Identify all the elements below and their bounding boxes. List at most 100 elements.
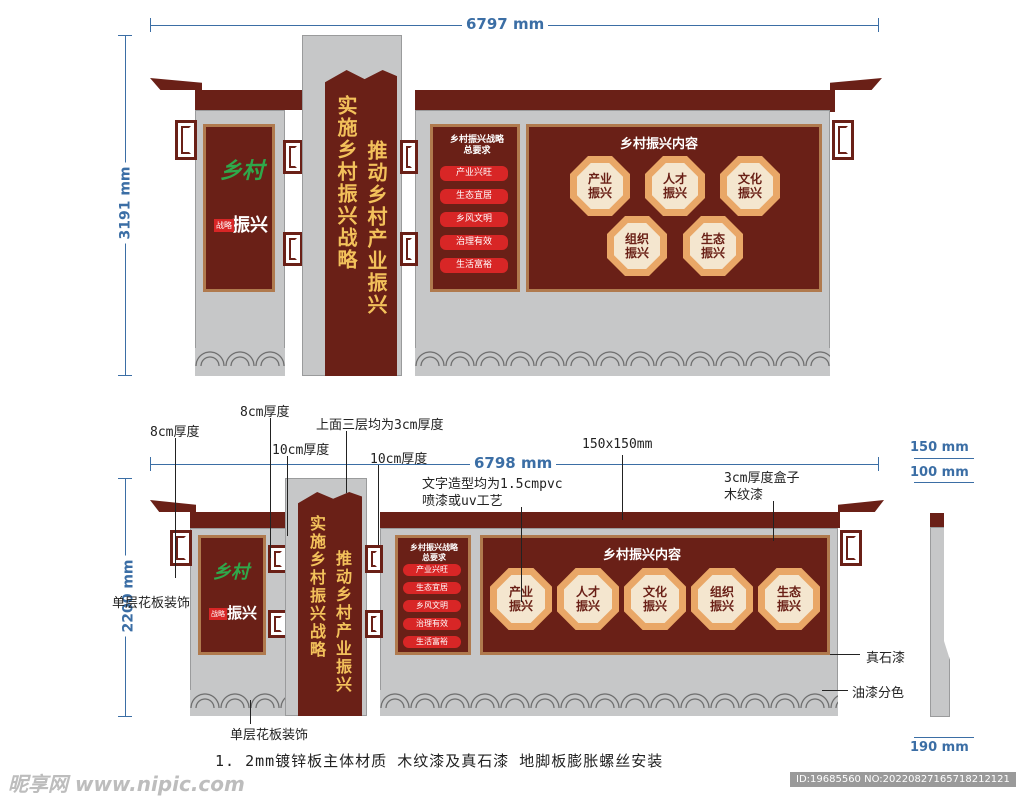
bottom-pillar-col1: 实施乡村振兴战略 — [307, 515, 326, 659]
note-flower-bottom: 单层花板装饰 — [230, 728, 309, 743]
top-req-item-1: 生态宜居 — [440, 189, 508, 204]
side-body — [930, 527, 950, 717]
side-dim-100-line — [914, 482, 974, 483]
bottom-right-fret-b — [365, 610, 383, 638]
note-flower-left: 单层花板装饰 — [112, 596, 191, 611]
side-dim-100: 100 mm — [906, 465, 973, 480]
bottom-left-fret — [170, 530, 192, 566]
bottom-height-dim-tick-bottom — [118, 716, 132, 717]
note-8cm-top: 8cm厚度 — [240, 405, 290, 420]
top-octagon-2-label: 文化 振兴 — [727, 163, 773, 209]
bottom-req-title: 乡村振兴战略 总要求 — [410, 543, 458, 562]
top-width-dim-tick-left — [150, 18, 151, 32]
note-8cm-left: 8cm厚度 — [150, 425, 200, 440]
bottom-height-dim-tick-top — [118, 478, 132, 479]
bottom-right-fret-c — [840, 530, 862, 566]
bottom-right-beam — [380, 512, 840, 528]
bottom-logo-text2: 振兴 — [227, 604, 258, 622]
top-pillar-col2: 推动乡村产业振兴 — [364, 140, 388, 316]
bottom-req-item-0: 产业兴旺 — [403, 564, 461, 576]
bottom-left-beam — [190, 512, 286, 528]
top-left-fret — [175, 120, 197, 160]
top-req-item-2: 乡风文明 — [440, 212, 508, 227]
side-dim-190-line — [914, 737, 974, 738]
bottom-req-panel: 乡村振兴战略 总要求 — [395, 535, 471, 655]
side-cap — [930, 513, 944, 527]
top-octagon-2: 文化 振兴 — [720, 156, 780, 216]
bottom-right-fret-a — [365, 545, 383, 573]
note-oil-paint-line — [822, 690, 848, 691]
top-content-title: 乡村振兴内容 — [620, 137, 699, 152]
top-octagon-3: 组织 振兴 — [607, 216, 667, 276]
bottom-logo-badge: 战略 — [209, 608, 227, 620]
bottom-left-eave — [150, 500, 196, 512]
top-pillar — [325, 70, 397, 376]
note-8cm-top-line — [270, 418, 271, 558]
top-octagon-4-label: 生态 振兴 — [690, 223, 736, 269]
top-height-dim-tick-top — [118, 35, 132, 36]
bottom-width-dim-label: 6798 mm — [470, 454, 557, 472]
top-octagon-1-label: 人才 振兴 — [652, 163, 698, 209]
note-10cm-a: 10cm厚度 — [272, 443, 330, 458]
bottom-octagon-2-label: 文化 振兴 — [631, 575, 679, 623]
note-8cm-left-line — [175, 438, 176, 578]
top-pillar-col1: 实施乡村振兴战略 — [334, 95, 358, 271]
bottom-left-waves — [190, 690, 286, 716]
bottom-req-item-2: 乡风文明 — [403, 600, 461, 612]
top-width-dim-tick-right — [878, 18, 879, 32]
top-right-beam — [415, 90, 835, 112]
bottom-octagon-2: 文化 振兴 — [624, 568, 686, 630]
watermark: 昵享网 www.nipic.com — [8, 772, 245, 796]
top-right-fret-b — [400, 232, 418, 266]
top-left-waves — [195, 348, 285, 376]
note-oil-paint: 油漆分色 — [852, 686, 905, 701]
top-req-item-3: 治理有效 — [440, 235, 508, 250]
note-pvc-2: 喷漆或uv工艺 — [422, 494, 503, 509]
top-height-dim-tick-bottom — [118, 375, 132, 376]
note-three-layers: 上面三层均为3cm厚度 — [316, 418, 444, 433]
top-right-fret-c — [832, 120, 854, 160]
side-dim-150-line — [914, 458, 974, 459]
image-id-bar: ID:19685560 NO:20220827165718212121 — [790, 772, 1016, 787]
bottom-octagon-3-label: 组织 振兴 — [698, 575, 746, 623]
bottom-octagon-4: 生态 振兴 — [758, 568, 820, 630]
note-flower-bottom-line — [250, 700, 251, 724]
top-logo-badge: 战略 — [214, 219, 234, 232]
bottom-octagon-4-label: 生态 振兴 — [765, 575, 813, 623]
note-pvc-1: 文字造型均为1.5cmpvc — [422, 477, 563, 492]
bottom-pillar-col2: 推动乡村产业振兴 — [333, 550, 352, 694]
note-stone-paint-line — [830, 654, 860, 655]
top-right-eave — [830, 78, 882, 90]
note-10cm-b-line — [378, 465, 379, 545]
bottom-right-eave — [838, 500, 884, 512]
bottom-right-waves — [380, 690, 838, 716]
top-left-fret-3 — [283, 232, 303, 266]
note-box-line — [773, 501, 774, 541]
bottom-width-dim-tick-left — [150, 457, 151, 471]
side-dim-190: 190 mm — [906, 740, 973, 755]
top-right-fret-a — [400, 140, 418, 174]
top-octagon-4: 生态 振兴 — [683, 216, 743, 276]
top-req-item-0: 产业兴旺 — [440, 166, 508, 181]
top-left-eave — [150, 78, 202, 90]
top-logo-text2: 振兴 — [232, 215, 268, 236]
bottom-req-item-1: 生态宜居 — [403, 582, 461, 594]
top-left-beam — [195, 90, 305, 110]
note-10cm-a-line — [287, 456, 288, 536]
bottom-req-item-4: 生活富裕 — [403, 636, 461, 648]
bottom-octagon-1: 人才 振兴 — [557, 568, 619, 630]
note-150x150-line — [622, 455, 623, 520]
bottom-pillar — [298, 492, 362, 716]
top-logo-text: 乡村 — [220, 159, 265, 184]
bottom-req-item-3: 治理有效 — [403, 618, 461, 630]
top-height-dim-label: 3191 mm — [117, 162, 134, 244]
top-right-waves — [415, 348, 830, 376]
bottom-logo-panel: 乡村 振兴 战略 — [198, 535, 266, 655]
note-10cm-b: 10cm厚度 — [370, 452, 428, 467]
bottom-content-title: 乡村振兴内容 — [603, 548, 682, 563]
footer-material-note: 1. 2mm镀锌板主体材质 木纹漆及真石漆 地脚板膨胀螺丝安装 — [215, 752, 664, 770]
top-width-dim-label: 6797 mm — [462, 15, 549, 33]
note-box-1: 3cm厚度盒子 — [724, 471, 800, 486]
top-octagon-3-label: 组织 振兴 — [614, 223, 660, 269]
note-three-layers-line — [346, 431, 347, 493]
